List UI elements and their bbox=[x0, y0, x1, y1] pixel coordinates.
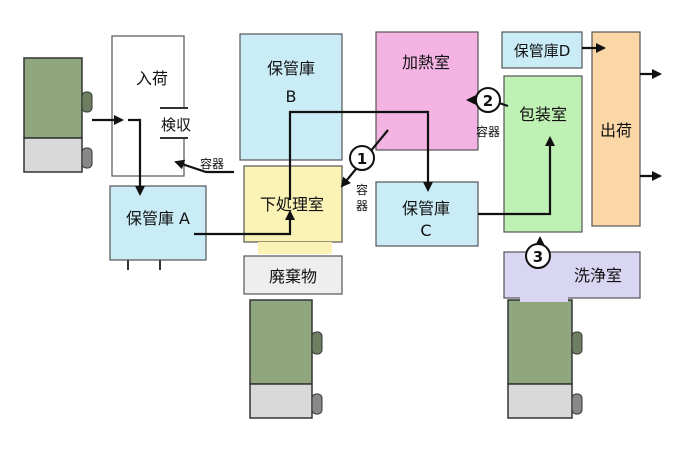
marker-1: 1 bbox=[349, 145, 375, 171]
room-storage-d bbox=[501, 31, 583, 69]
storage-c-label-2: C bbox=[420, 221, 431, 240]
room-prep-door bbox=[258, 242, 332, 254]
truck-washing bbox=[507, 299, 583, 419]
room-waste bbox=[243, 255, 343, 295]
room-prep bbox=[243, 165, 343, 243]
inspection-label: 検収 bbox=[161, 116, 191, 134]
svg-text:2: 2 bbox=[483, 92, 493, 110]
storage-c-label-1: 保管庫 bbox=[402, 199, 450, 218]
container-label-mid-bottom: 器 bbox=[356, 199, 368, 213]
truck-waste bbox=[249, 299, 323, 419]
storage-a-label: 保管庫 A bbox=[126, 209, 190, 228]
receiving-label: 入荷 bbox=[136, 69, 168, 88]
room-receiving bbox=[111, 35, 185, 177]
room-shipping bbox=[591, 31, 641, 227]
marker-2: 2 bbox=[475, 87, 501, 113]
svg-text:3: 3 bbox=[533, 248, 543, 266]
flow-arrows bbox=[92, 43, 662, 250]
storage-b-label-2: B bbox=[286, 87, 297, 106]
svg-text:1: 1 bbox=[357, 150, 367, 168]
waste-label: 廃棄物 bbox=[269, 267, 317, 286]
marker-3: 3 bbox=[525, 243, 551, 269]
room-inspection bbox=[152, 108, 198, 138]
room-storage-a bbox=[109, 185, 207, 261]
packaging-room-label: 包装室 bbox=[519, 105, 567, 124]
container-label-left: 容器 bbox=[200, 156, 224, 171]
shipping-label: 出荷 bbox=[600, 121, 632, 140]
storage-d-label: 保管庫D bbox=[514, 42, 571, 60]
container-label-right: 容器 bbox=[476, 124, 500, 139]
truck-receiving bbox=[23, 57, 93, 173]
container-label-mid-top: 容 bbox=[356, 182, 368, 197]
washing-room-label: 洗浄室 bbox=[574, 266, 622, 285]
heating-room-label: 加熱室 bbox=[402, 53, 450, 72]
storage-b-label-1: 保管庫 bbox=[267, 59, 315, 78]
room-packaging bbox=[503, 75, 583, 233]
room-washing-door bbox=[520, 292, 568, 302]
prep-room-label: 下処理室 bbox=[260, 195, 324, 214]
room-storage-c bbox=[375, 181, 479, 247]
